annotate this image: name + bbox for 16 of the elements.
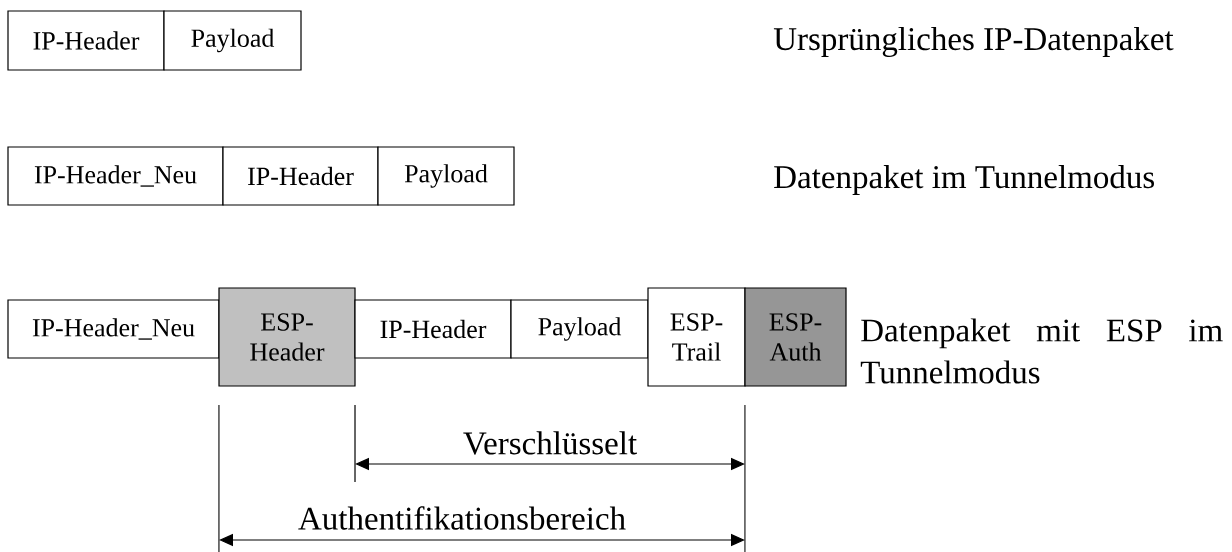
field-box: Payload bbox=[510, 299, 649, 359]
dimension-label: Verschlüsselt bbox=[463, 431, 637, 455]
field-box: ESP- Auth bbox=[744, 287, 847, 387]
packet-caption: Datenpaket mit ESP im Tunnelmodus bbox=[860, 318, 1223, 384]
packet-caption: Datenpaket im Tunnelmodus bbox=[774, 165, 1154, 195]
field-box: IP-Header_Neu bbox=[7, 146, 224, 206]
field-box: IP-Header_Neu bbox=[7, 299, 220, 359]
field-box: IP-Header bbox=[354, 299, 512, 359]
field-box: IP-Header bbox=[7, 10, 165, 71]
field-box: Payload bbox=[377, 146, 515, 206]
packet-caption: Ursprüngliches IP-Datenpaket bbox=[773, 27, 1174, 57]
dimension-label: Authentifikationsbereich bbox=[298, 506, 626, 530]
field-box: ESP- Header bbox=[218, 287, 356, 387]
field-box: Payload bbox=[163, 10, 302, 71]
field-box: ESP- Trail bbox=[647, 287, 746, 387]
field-box: IP-Header bbox=[222, 146, 379, 206]
